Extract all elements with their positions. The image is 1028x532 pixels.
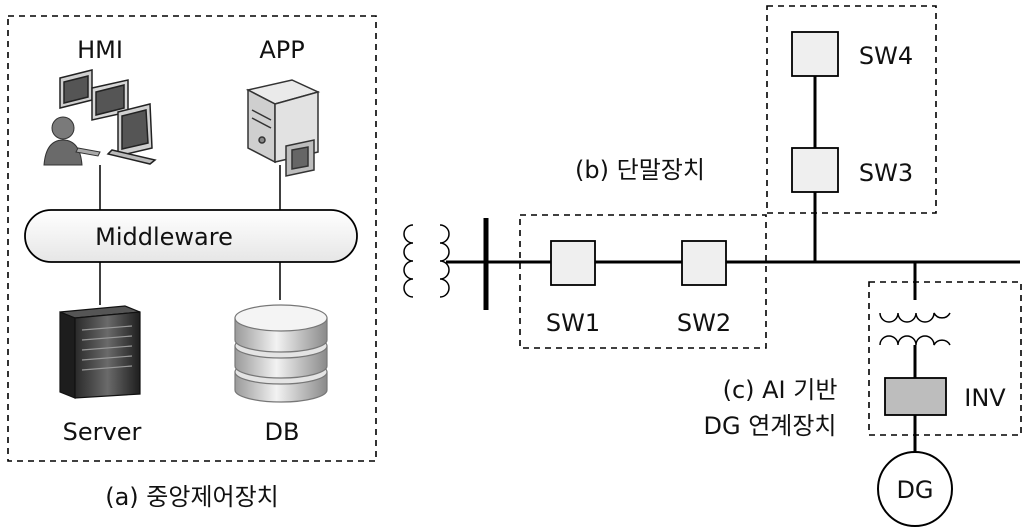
server-icon [59, 305, 141, 399]
switch-sw1 [550, 240, 596, 286]
dg-generator [877, 451, 953, 527]
dg-interface-caption-line2: DG 연계장치 [703, 412, 836, 440]
terminal-caption: (b) 단말장치 [575, 156, 705, 184]
dg-transformer [879, 312, 951, 346]
dg-interface-box [868, 281, 1022, 436]
switch-sw3-label: SW3 [859, 159, 913, 187]
app-computer-icon [245, 79, 321, 177]
hmi-label: HMI [77, 36, 123, 64]
app-label: APP [259, 36, 304, 64]
switch-sw4-label: SW4 [859, 42, 913, 70]
dg-interface-caption-line1: (c) AI 기반 [723, 376, 838, 404]
substation-transformer [403, 224, 450, 298]
middleware-bar [24, 209, 358, 263]
dg-label: DG [896, 476, 933, 504]
switch-sw4 [791, 31, 839, 77]
terminal-box-bottom [519, 214, 767, 349]
central-caption: (a) 중앙제어장치 [105, 483, 279, 511]
switch-sw1-label: SW1 [546, 309, 600, 337]
server-label: Server [63, 418, 142, 446]
inverter-label: INV [964, 384, 1006, 412]
db-label: DB [265, 418, 300, 446]
database-icon [234, 304, 328, 403]
switch-sw2 [681, 240, 727, 286]
inverter-block [884, 377, 947, 416]
switch-sw2-label: SW2 [677, 309, 731, 337]
hmi-workstation-icon [43, 69, 157, 166]
middleware-label: Middleware [95, 223, 233, 251]
switch-sw3 [791, 147, 839, 193]
